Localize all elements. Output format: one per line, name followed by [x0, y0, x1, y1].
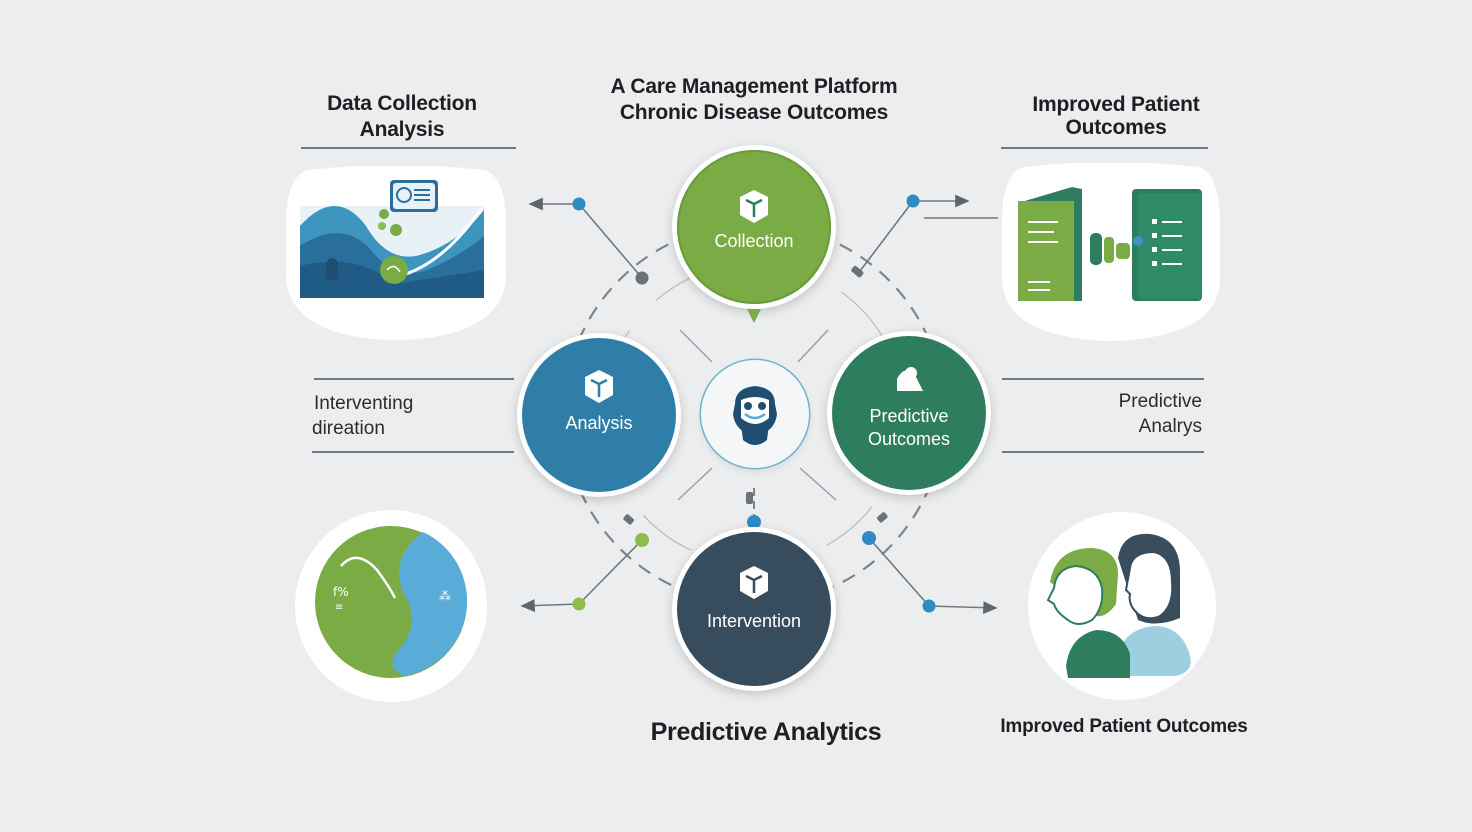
right-mid-label-line1: Predictive — [1118, 391, 1202, 412]
document-panels-illustration — [1002, 163, 1220, 341]
top-right-card — [1002, 163, 1220, 343]
bottom-left-card: f% ≡ ⁂ — [293, 508, 489, 704]
intervention-node-label: Intervention — [706, 611, 802, 631]
cube-icon — [585, 370, 613, 403]
right-top-title-line1: Improved Patient — [1032, 93, 1200, 116]
left-mid-label-line2: direation — [312, 418, 385, 439]
connector-dot — [572, 197, 586, 211]
right-top-title-line2: Outcomes — [1065, 116, 1167, 139]
svg-text:≡: ≡ — [335, 602, 343, 613]
wave-chart-illustration — [286, 166, 506, 340]
collection-node[interactable]: Collection — [672, 145, 836, 323]
ring-dash — [877, 512, 888, 523]
connector-line — [868, 537, 930, 607]
left-top-divider — [301, 147, 516, 149]
left-mid-label-line1: Interventing — [314, 393, 414, 414]
doctor-avatar-icon — [733, 386, 777, 445]
left-top-title-line2: Analysis — [359, 118, 445, 141]
person-icon — [897, 367, 923, 391]
bottom-right-card — [1026, 508, 1218, 704]
top-left-card — [286, 166, 506, 342]
connector-arrow — [520, 599, 580, 612]
connector-dot — [572, 597, 586, 611]
svg-text:⁂: ⁂ — [439, 589, 451, 603]
header-title-line2: Chronic Disease Outcomes — [619, 101, 889, 124]
right-mid-label-line2: Analrys — [1138, 416, 1202, 437]
right-mid-rule-bottom — [1002, 451, 1204, 453]
cube-icon — [740, 190, 768, 223]
ring-dot — [747, 515, 761, 529]
green-blue-split-illustration: f% ≡ ⁂ — [295, 510, 487, 702]
predictive-node-label-line1: Predictive — [869, 406, 949, 426]
spoke-line — [797, 329, 829, 363]
footer-right-title: Improved Patient Outcomes — [1000, 716, 1248, 737]
header-title-line1: A Care Management Platform — [610, 75, 898, 98]
predictive-node-label-line2: Outcomes — [867, 429, 951, 449]
ring-dash — [746, 492, 753, 504]
intervention-node[interactable]: Intervention — [672, 527, 836, 691]
connector-dash — [851, 265, 864, 278]
connector-dot — [922, 599, 936, 613]
right-mid-rule-top — [1002, 378, 1204, 380]
center-hub — [701, 360, 809, 468]
analysis-node[interactable]: Analysis — [517, 333, 681, 497]
connector-dot — [635, 271, 649, 285]
spoke-line — [799, 467, 837, 501]
ring-dash — [623, 514, 634, 525]
connector-line — [578, 539, 643, 605]
connector-line — [856, 200, 914, 276]
connector-dot — [862, 531, 876, 545]
two-faces-illustration — [1028, 512, 1216, 700]
predictive-outcomes-node[interactable]: Predictive Outcomes — [827, 331, 991, 495]
node-pointer — [747, 309, 761, 323]
cube-icon — [740, 566, 768, 599]
collection-node-label: Collection — [714, 231, 794, 251]
connector-line — [578, 203, 643, 279]
connector-arrow — [928, 601, 998, 615]
spoke-line — [677, 467, 713, 501]
analysis-node-label: Analysis — [565, 413, 633, 433]
spoke-line — [679, 329, 713, 363]
left-top-title-line1: Data Collection — [327, 92, 477, 115]
connector-dot — [906, 194, 920, 208]
footer-center-title: Predictive Analytics — [650, 718, 882, 746]
left-mid-rule-bottom — [312, 451, 514, 453]
left-mid-rule-top — [314, 378, 514, 380]
svg-text:f%: f% — [333, 585, 349, 599]
right-top-divider — [1001, 147, 1208, 149]
connector-dot — [635, 533, 649, 547]
